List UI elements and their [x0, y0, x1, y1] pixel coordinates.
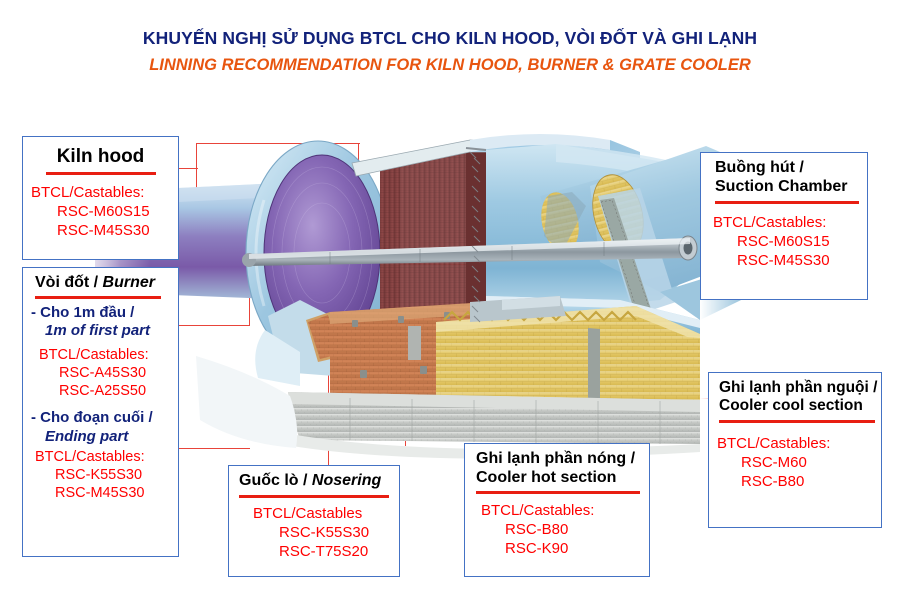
kiln-hood-material-1: RSC-M60S15: [57, 203, 150, 221]
suction-underline: [715, 201, 859, 205]
label-box-kiln-hood[interactable]: Kiln hood BTCL/Castables: RSC-M60S15 RSC…: [22, 136, 179, 260]
cooler-hot-title-vn: Ghi lạnh phần nóng /: [476, 450, 636, 467]
leader-burner-end-seg1: [178, 448, 250, 450]
nosering-underline: [239, 494, 389, 498]
burner-part1-material-2: RSC-A25S50: [59, 383, 147, 400]
suction-materials-label: BTCL/Castables:: [713, 214, 827, 232]
cooler-hot-material-1: RSC-B80: [505, 521, 569, 539]
page-title-english: LINNING RECOMMENDATION FOR KILN HOOD, BU…: [149, 56, 751, 74]
burner-part1-materials-label: BTCL/Castables:: [39, 346, 149, 363]
cooler-casing: [470, 296, 566, 322]
leader-kiln-hood-seg4: [358, 143, 360, 165]
kiln-hood-underline: [45, 172, 156, 176]
cooler-hot-material-2: RSC-K90: [505, 540, 569, 558]
burner-part2-material-2: RSC-M45S30: [55, 485, 145, 502]
burner-title: Vòi đốt / Burner: [35, 274, 155, 291]
label-box-cooler-hot-section[interactable]: Ghi lạnh phần nóng / Cooler hot section …: [464, 443, 650, 577]
leader-kiln-hood-seg1: [178, 168, 198, 170]
cooler-hot-title-en: Cooler hot section: [476, 468, 617, 486]
hood-cut-edge: [465, 147, 487, 323]
leader-nosering-seg1: [328, 318, 330, 466]
leader-kiln-hood-seg3: [196, 143, 360, 145]
nosering-material-2: RSC-T75S20: [279, 542, 369, 560]
cooler-hot-underline: [476, 491, 640, 495]
label-box-nosering[interactable]: Guốc lò / Nosering BTCL/Castables RSC-K5…: [228, 465, 400, 577]
leader-burner-seg2: [178, 325, 250, 327]
nosering-material-1: RSC-K55S30: [279, 523, 370, 541]
cooler-cool-title-en: Cooler cool section: [719, 396, 863, 414]
burner-part2-materials-label: BTCL/Castables:: [35, 448, 145, 465]
label-box-suction-chamber[interactable]: Buồng hút / Suction Chamber BTCL/Castabl…: [700, 152, 868, 300]
cooler-cool-material-1: RSC-M60: [741, 454, 807, 472]
burner-part1-vn: - Cho 1m đầu /: [31, 303, 135, 321]
kiln-hood-title: Kiln hood: [56, 146, 145, 167]
cooler-insulation: [436, 306, 700, 414]
nosering-materials-label: BTCL/Castables: [253, 504, 363, 522]
cooler-cool-title-vn: Ghi lạnh phần nguội /: [719, 379, 878, 396]
burner-part1-material-1: RSC-A45S30: [59, 364, 147, 381]
burner-part1-en: 1m of first part: [45, 322, 151, 340]
cooler-cool-section-base: [288, 392, 700, 459]
burner-part2-en: Ending part: [45, 427, 129, 445]
suction-material-1: RSC-M60S15: [737, 233, 830, 251]
burner-part2-material-1: RSC-K55S30: [55, 467, 143, 484]
burner-part2-vn: - Cho đoạn cuối /: [31, 409, 153, 427]
label-box-cooler-cool-section[interactable]: Ghi lạnh phần nguội / Cooler cool sectio…: [708, 372, 882, 528]
nosering-title: Guốc lò / Nosering: [239, 472, 382, 489]
cooler-cool-material-2: RSC-B80: [741, 473, 805, 491]
suction-title-vn: Buồng hút /: [715, 159, 804, 176]
leader-kiln-hood-seg2: [196, 143, 198, 169]
burner-underline: [35, 295, 161, 299]
cooler-hot-materials-label: BTCL/Castables:: [481, 502, 595, 520]
label-box-burner[interactable]: Vòi đốt / Burner - Cho 1m đầu / 1m of fi…: [22, 267, 179, 557]
kiln-hood-material-2: RSC-M45S30: [57, 222, 150, 240]
page-title-vietnamese: KHUYẾN NGHỊ SỬ DỤNG BTCL CHO KILN HOOD, …: [142, 28, 758, 48]
suction-title-en: Suction Chamber: [715, 177, 848, 195]
suction-material-2: RSC-M45S30: [737, 252, 830, 270]
cooler-cool-materials-label: BTCL/Castables:: [717, 435, 831, 453]
lower-foundation-fade: [196, 356, 298, 448]
kiln-hood-materials-label: BTCL/Castables:: [31, 184, 145, 202]
burner-pipe: [242, 235, 698, 267]
cooler-cool-underline: [719, 419, 875, 424]
